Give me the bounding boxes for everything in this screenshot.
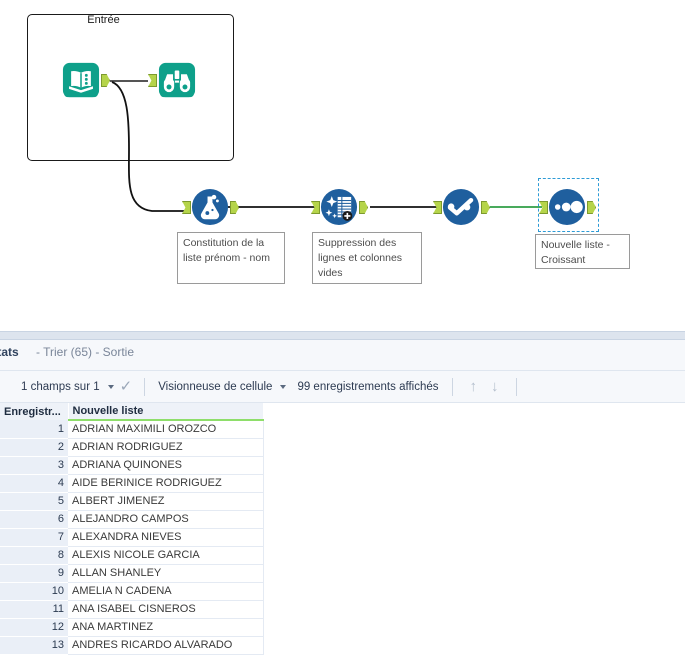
input-anchor[interactable] (182, 201, 191, 214)
tool-input-data[interactable] (62, 61, 110, 99)
tool-select[interactable] (539, 188, 596, 226)
toolbar-divider (515, 377, 517, 396)
formula-flask-icon (191, 188, 229, 226)
selection-marquee (538, 178, 599, 232)
data-cleansing-icon (320, 188, 358, 226)
output-anchor[interactable] (481, 201, 490, 214)
cell-nouvelle-liste[interactable]: ADRIAN MAXIMILI OROZCO (68, 420, 264, 439)
output-anchor[interactable] (101, 74, 110, 87)
table-header-row: Enregistr... Nouvelle liste (0, 403, 264, 421)
input-anchor[interactable] (311, 201, 320, 214)
cell-nouvelle-liste[interactable]: ALEXANDRA NIEVES (68, 528, 264, 547)
cell-viewer-label: Visionneuse de cellule (158, 380, 273, 393)
tool-data-cleansing[interactable] (311, 188, 368, 226)
input-anchor[interactable] (433, 201, 442, 214)
cell-nouvelle-liste[interactable]: ALEXIS NICOLE GARCIA (68, 546, 264, 565)
tool-container-label: Entrée (87, 14, 120, 26)
pane-splitter[interactable] (0, 331, 685, 340)
annotation-select[interactable]: Nouvelle liste - Croissant (535, 234, 630, 269)
cell-record-number: 8 (0, 546, 68, 565)
chevron-down-icon[interactable] (280, 384, 287, 389)
output-anchor[interactable] (587, 201, 596, 214)
tool-formula[interactable] (182, 188, 239, 226)
cell-record-number: 7 (0, 528, 68, 547)
cell-nouvelle-liste[interactable]: ALLAN SHANLEY (68, 564, 264, 583)
results-subtitle: - Trier (65) - Sortie (36, 345, 135, 359)
tool-container-entree[interactable] (27, 14, 234, 161)
cell-viewer-selector[interactable]: Visionneuse de cellule (155, 381, 290, 393)
results-pane: sultats - Trier (65) - Sortie 1 champs s… (0, 340, 685, 671)
cell-nouvelle-liste[interactable]: ANDRES RICARDO ALVARADO (68, 636, 264, 655)
results-header: sultats - Trier (65) - Sortie (0, 340, 685, 370)
field-selector-label: 1 champs sur 1 (21, 380, 100, 393)
tool-browse[interactable] (148, 61, 196, 99)
cell-record-number: 2 (0, 438, 68, 457)
cell-nouvelle-liste[interactable]: ALEJANDRO CAMPOS (68, 510, 264, 529)
cell-nouvelle-liste[interactable]: AIDE BERINICE RODRIGUEZ (68, 474, 264, 493)
record-count: 99 enregistrements affichés (294, 381, 441, 393)
cell-record-number: 13 (0, 636, 68, 655)
cell-nouvelle-liste[interactable]: ANA ISABEL CISNEROS (68, 600, 264, 619)
cell-nouvelle-liste[interactable]: ADRIANA QUINONES (68, 456, 264, 475)
cell-record-number: 9 (0, 564, 68, 583)
cell-nouvelle-liste[interactable]: AMELIA N CADENA (68, 582, 264, 601)
checkmark-icon[interactable]: ✓ (119, 378, 133, 395)
column-header-record[interactable]: Enregistr... (0, 403, 69, 420)
arrow-down-icon[interactable]: ↓ (491, 378, 499, 395)
toolbar-divider (451, 377, 453, 396)
cell-record-number: 10 (0, 582, 68, 601)
cell-record-number: 11 (0, 600, 68, 619)
cell-record-number: 5 (0, 492, 68, 511)
column-header-nouvelle-liste[interactable]: Nouvelle liste (68, 403, 264, 421)
workflow-canvas[interactable]: Entrée (0, 0, 685, 331)
cell-record-number: 12 (0, 618, 68, 637)
results-toolbar[interactable]: 1 champs sur 1 ✓ Visionneuse de cellule … (0, 370, 685, 403)
cell-nouvelle-liste[interactable]: ALBERT JIMENEZ (68, 492, 264, 511)
annotation-data-cleansing[interactable]: Suppression des lignes et colonnes vides (312, 232, 422, 284)
arrow-up-icon[interactable]: ↑ (469, 378, 478, 395)
record-count-label: 99 enregistrements affichés (297, 380, 439, 393)
sort-check-icon (442, 188, 480, 226)
cell-record-number: 1 (0, 420, 68, 439)
annotation-formula[interactable]: Constitution de la liste prénom - nom (177, 232, 285, 284)
cell-record-number: 4 (0, 474, 68, 493)
cell-nouvelle-liste[interactable]: ADRIAN RODRIGUEZ (68, 438, 264, 457)
output-anchor[interactable] (359, 201, 368, 214)
tool-sort[interactable] (433, 188, 490, 226)
cell-nouvelle-liste[interactable]: ANA MARTINEZ (68, 618, 264, 637)
toolbar-divider (144, 377, 146, 396)
results-title: sultats (0, 345, 19, 359)
output-anchor[interactable] (230, 201, 239, 214)
cell-record-number: 6 (0, 510, 68, 529)
browse-icon (158, 62, 196, 98)
select-dots-icon (548, 188, 586, 226)
field-selector[interactable]: 1 champs sur 1 (18, 381, 118, 393)
input-data-icon (62, 62, 100, 98)
cell-record-number: 3 (0, 456, 68, 475)
chevron-down-icon[interactable] (107, 384, 114, 389)
